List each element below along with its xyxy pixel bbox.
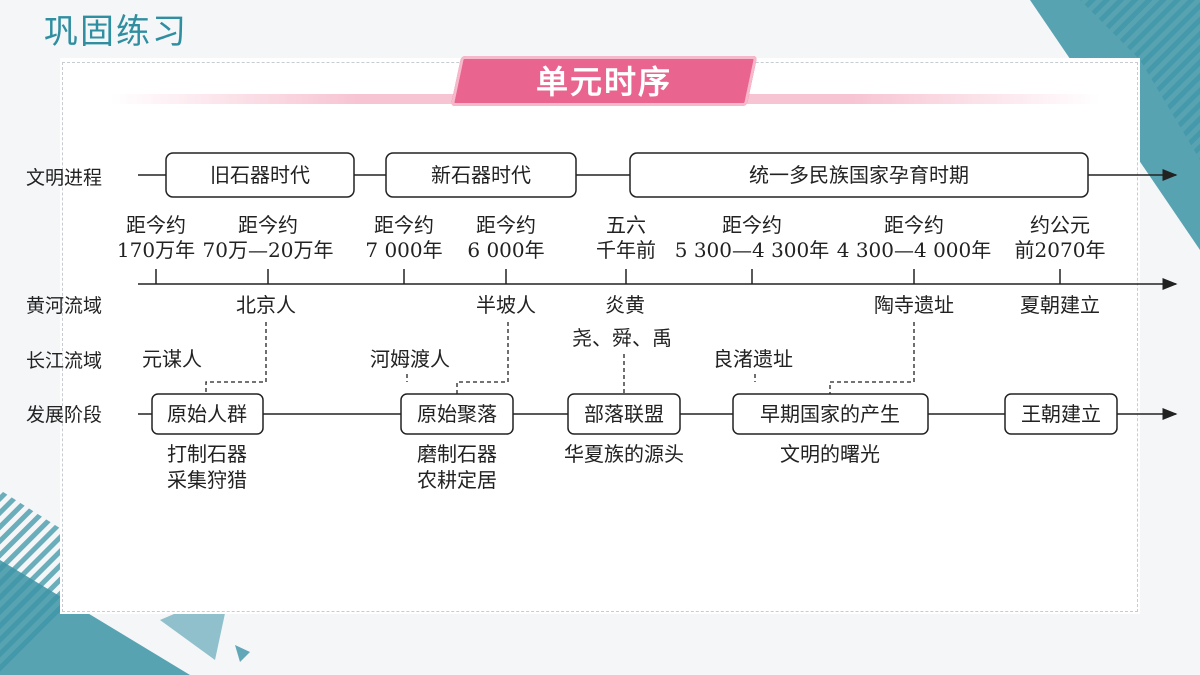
stage-note: 磨制石器 [417,442,497,466]
era-label: 新石器时代 [431,163,531,187]
yellow-river-item: 夏朝建立 [1020,293,1100,317]
row-label-civilization: 文明进程 [26,167,102,189]
stage-note: 打制石器 [167,442,247,466]
time-tick-label: 距今约 [884,213,944,237]
stage-note: 采集狩猎 [167,468,247,492]
time-tick-label: 距今约 [238,213,298,237]
era-box-unification [629,152,1089,198]
banner-title: 单元时序 [535,63,672,101]
stage-note: 农耕定居 [417,468,497,492]
era-box-paleolithic [165,152,355,198]
connector-beijing [205,322,267,396]
stage-label: 部落联盟 [584,402,664,426]
stage-label: 王朝建立 [1021,402,1101,426]
row-label-yangtze: 长江流域 [26,350,102,372]
row-label-yellow-river: 黄河流域 [26,295,102,317]
time-tick-label: 距今约 [126,213,186,237]
stage-box-primitive-settlement [400,393,514,435]
time-tick-label: 6 000年 [467,238,544,262]
yangtze-item: 良渚遗址 [713,347,793,371]
stage-box-early-state [732,393,929,435]
time-tick-label: 5 300—4 300年 [675,238,830,262]
era-label: 旧石器时代 [210,163,310,187]
time-tick-label: 距今约 [374,213,434,237]
time-tick-label: 70万—20万年 [203,238,334,262]
time-tick-label: 五六 [606,213,646,237]
stage-label: 原始聚落 [417,402,497,426]
yellow-river-item: 炎黄 [605,293,645,317]
yangtze-item: 河姆渡人 [370,347,450,371]
time-tick-label: 4 300—4 000年 [837,238,992,262]
stage-note: 华夏族的源头 [564,442,684,466]
content-panel [60,58,1140,614]
yellow-river-item: 北京人 [236,293,296,317]
yellow-river-item: 陶寺遗址 [874,293,954,317]
time-tick-label: 距今约 [476,213,536,237]
stage-box-tribal-alliance [567,393,681,435]
stage-box-dynasty [1004,393,1118,435]
yellow-river-item: 半坡人 [476,293,536,317]
dashed-connectors [205,322,915,396]
stage-label: 原始人群 [167,402,247,426]
connector-banpo [456,322,509,396]
row-label-development: 发展阶段 [26,404,102,426]
yellow-river-sub-item: 尧、舜、禹 [572,326,672,350]
era-label: 统一多民族国家孕育时期 [749,163,969,187]
time-tick-label: 7 000年 [365,238,442,262]
time-tick-label: 约公元 [1030,213,1090,237]
time-tick-label: 170万年 [117,238,195,262]
yangtze-item: 元谋人 [142,347,202,371]
stage-label: 早期国家的产生 [760,402,900,426]
time-tick-label: 前2070年 [1015,238,1106,262]
era-box-neolithic [385,152,577,198]
time-tick-label: 距今约 [722,213,782,237]
time-tick-label: 千年前 [596,238,656,262]
stage-note: 文明的曙光 [780,442,880,466]
stage-box-primitive-group [151,393,264,435]
section-title: 巩固练习 [44,12,188,52]
connector-taosi [829,322,915,394]
